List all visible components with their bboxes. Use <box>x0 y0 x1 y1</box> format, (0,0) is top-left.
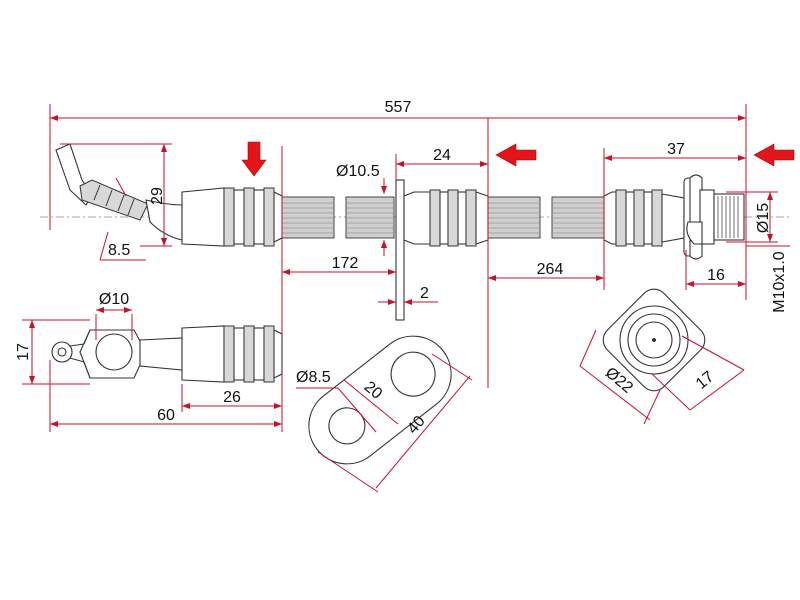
dim-bracket-hole: Ø10.5 <box>336 163 380 180</box>
arrow-left-icon <box>495 143 537 167</box>
left-crimp-1 <box>223 187 235 247</box>
hose-segment-3 <box>487 196 541 239</box>
dim-bracket-segment: 24 <box>433 147 451 164</box>
banjo-bore <box>95 333 133 371</box>
bracket-tab-detail: Ø8.5 20 40 <box>296 335 473 493</box>
dim-banjo-total: 60 <box>157 407 175 424</box>
arrow-left-icon <box>753 143 795 167</box>
main-hose-view <box>40 143 790 321</box>
dim-thread: M10x1.0 <box>771 251 788 312</box>
left-crimp-2 <box>243 187 255 247</box>
tab-large-hole <box>390 351 436 397</box>
arrow-down-icon <box>241 141 267 177</box>
dim-banjo-hole: Ø10 <box>99 291 129 308</box>
hose-segment-2 <box>345 196 395 239</box>
dim-banjo-height: 17 <box>15 343 32 361</box>
dim-bracket-thickness: 2 <box>420 285 429 302</box>
nut-detail: Ø22 17 <box>579 288 745 425</box>
dim-banjo-ferrule: 26 <box>223 389 241 406</box>
dim-bend-offset: 8.5 <box>108 242 130 259</box>
right-ferrule <box>603 191 617 245</box>
dim-left-to-bracket: 172 <box>332 255 359 272</box>
left-crimp-3 <box>263 187 275 247</box>
dim-right-section: 264 <box>537 261 564 278</box>
dim-overall-length: 557 <box>385 99 412 116</box>
dim-thread-length: 16 <box>707 267 725 284</box>
left-ferrule <box>181 187 225 247</box>
arrows <box>241 141 795 177</box>
dim-tab-hole: Ø8.5 <box>296 369 331 386</box>
middle-ferrule <box>403 191 431 245</box>
banjo-detail: Ø10 17 60 26 <box>15 291 283 432</box>
right-thread <box>713 193 745 241</box>
main-dimensions: 557 29 8.5 Ø10.5 24 172 <box>49 99 790 432</box>
dim-nut-flats: 17 <box>693 368 718 393</box>
bent-fitting-body <box>79 179 149 221</box>
dim-bend-height: 29 <box>149 187 166 205</box>
bracket-tab <box>308 335 452 465</box>
bracket-plate <box>395 179 405 321</box>
banjo-ferrule <box>181 325 225 383</box>
dim-right-fitting: 37 <box>667 141 685 158</box>
dim-right-fitting-dia: Ø15 <box>755 203 772 233</box>
